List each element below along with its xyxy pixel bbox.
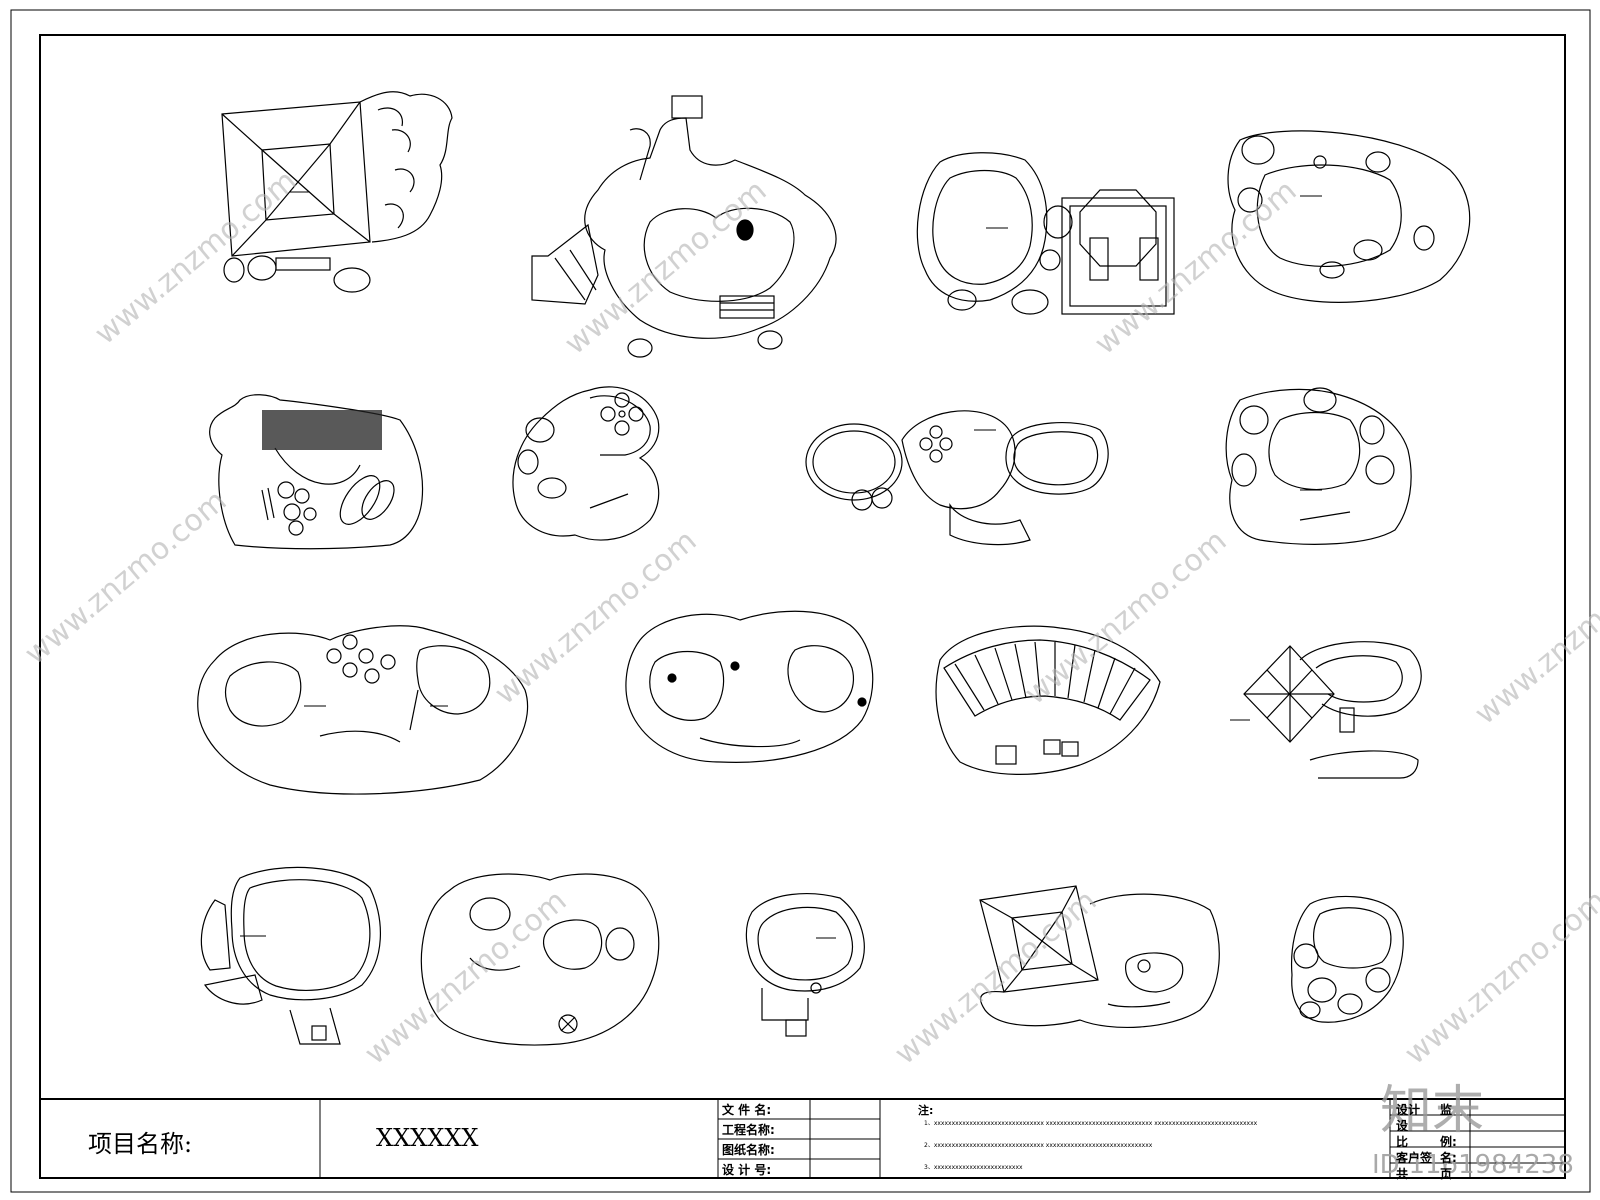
right-label-5: 共: [1396, 1167, 1409, 1181]
plan-1-pavilion-rockery: [221, 91, 453, 293]
outer-frame: [10, 9, 1591, 1193]
right-label-1: 设计: [1396, 1103, 1421, 1117]
right-fragment-4: 页: [1440, 1167, 1453, 1181]
plan-16-pavilion-pond: [979, 885, 1220, 1029]
plan-4-oval-pond: [1227, 130, 1471, 303]
plan-11-fan-pergola: [935, 625, 1161, 775]
plan-5-garden-island: [209, 394, 424, 550]
field-label-drawing: 图纸名称:: [722, 1143, 775, 1157]
plan-8-rock-cluster: [1225, 387, 1412, 545]
project-name-value: XXXXXX: [376, 1124, 479, 1152]
plan-14-rock-pond-complex: [420, 873, 660, 1046]
plan-2-rock-pond: [531, 95, 837, 358]
plan-6-rock-circle: [512, 386, 660, 541]
right-fragment-2: 例:: [1440, 1135, 1457, 1149]
right-label-3: 比: [1396, 1135, 1409, 1149]
site-plans: [197, 91, 1471, 1046]
right-fragment-3: 名:: [1440, 1151, 1457, 1165]
notes-label: 注:: [918, 1104, 934, 1117]
right-label-4: 客户签: [1396, 1151, 1433, 1165]
right-fragment-1: 监: [1440, 1103, 1453, 1117]
field-label-project: 工程名称:: [722, 1123, 775, 1137]
note-line-3: 3、xxxxxxxxxxxxxxxxxxxxxxxxx: [924, 1164, 1023, 1171]
plan-7-twin-ponds: [805, 410, 1109, 546]
inner-frame: [39, 34, 1566, 1179]
field-label-file-name: 文 件 名:: [722, 1103, 772, 1117]
plan-10-double-pond: [625, 610, 874, 763]
project-name-label: 项目名称:: [88, 1130, 193, 1158]
right-label-2: 设: [1396, 1119, 1409, 1133]
note-line-1: 1、xxxxxxxxxxxxxxxxxxxxxxxxxxxxxxx xxxxxx…: [924, 1120, 1258, 1127]
plan-15-small-pond: [745, 893, 865, 1037]
plan-13-single-pond: [200, 866, 382, 1045]
plan-12-pyramid-pavilion: [1243, 641, 1422, 779]
plan-3-pond-pavilion: [916, 152, 1175, 315]
note-line-2: 2、xxxxxxxxxxxxxxxxxxxxxxxxxxxxxxx xxxxxx…: [924, 1142, 1153, 1149]
title-block-grid: [40, 1098, 1565, 1178]
plan-9-triple-ponds: [197, 625, 529, 795]
field-label-design-no: 设 计 号:: [722, 1163, 772, 1177]
plan-17-round-pond: [1290, 895, 1404, 1023]
level-markers: [240, 191, 1322, 939]
